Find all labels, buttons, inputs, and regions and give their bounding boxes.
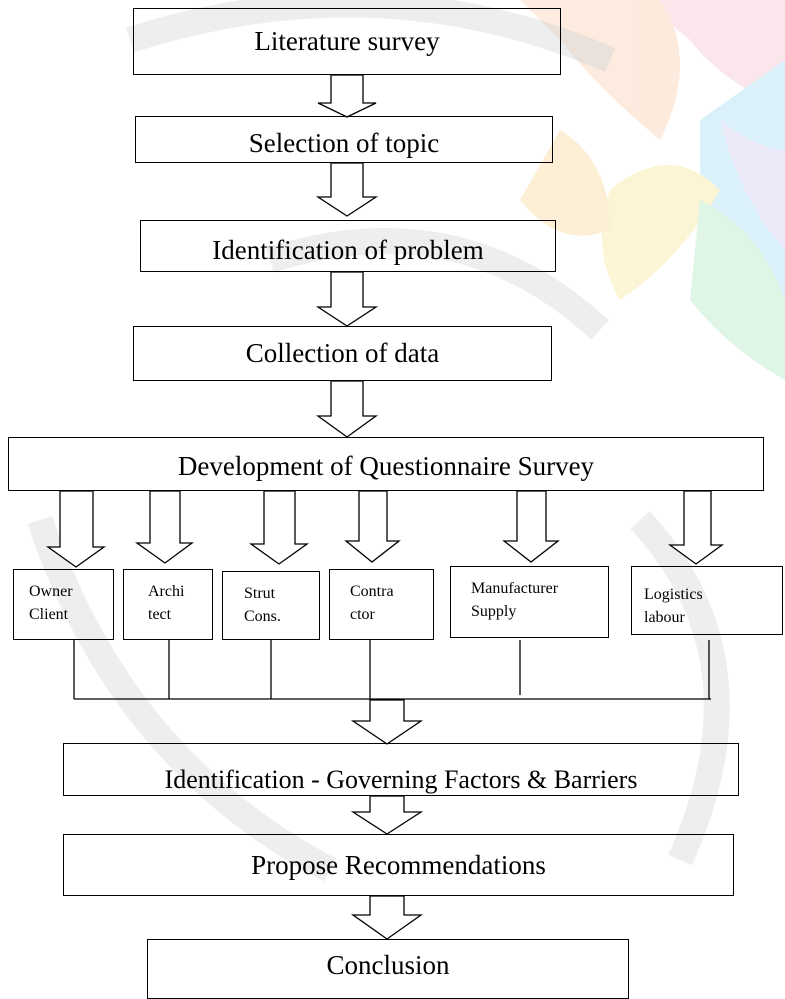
arrow-down-1	[317, 74, 377, 118]
arrow-down-2	[315, 162, 379, 217]
arrow-down-owner	[45, 490, 107, 568]
stakeholder-owner-line1: Owner	[29, 583, 73, 600]
arrow-down-7	[350, 895, 424, 940]
arrow-down-logistics	[668, 490, 724, 565]
stakeholder-architect: Archi tect	[123, 569, 213, 640]
step-identification-factors-barriers: Identification - Governing Factors & Bar…	[63, 743, 739, 796]
stakeholder-contractor-line2: ctor	[350, 606, 375, 623]
arrow-down-4	[315, 380, 379, 438]
stakeholder-contractor-line1: Contra	[350, 583, 394, 600]
step-literature-survey: Literature survey	[133, 8, 561, 75]
arrow-down-5	[350, 699, 424, 745]
step-collection-of-data: Collection of data	[133, 326, 552, 381]
arrow-down-strut	[248, 490, 310, 565]
arrow-down-3	[315, 271, 379, 327]
step-selection-of-topic: Selection of topic	[135, 116, 553, 163]
step-identification-of-problem: Identification of problem	[140, 220, 556, 272]
stakeholder-logistics-line1: Logistics	[644, 586, 703, 603]
arrow-down-6	[350, 795, 424, 835]
stakeholder-owner-client: Owner Client	[13, 569, 114, 640]
step-conclusion: Conclusion	[147, 939, 629, 999]
stakeholder-strut-cons: Strut Cons.	[222, 571, 320, 640]
stakeholder-strut-line1: Strut	[244, 585, 276, 602]
stakeholder-owner-line2: Client	[29, 606, 69, 623]
arrow-down-manufacturer	[502, 490, 560, 563]
stakeholder-strut-line2: Cons.	[244, 608, 281, 625]
stakeholder-manufacturer-line2: Supply	[471, 603, 517, 620]
stakeholder-logistics-line2: labour	[644, 609, 685, 626]
stakeholder-manufacturer-supply: Manufacturer Supply	[450, 566, 609, 638]
stakeholder-architect-line2: tect	[148, 606, 172, 623]
stakeholder-manufacturer-line1: Manufacturer	[471, 580, 559, 597]
stakeholder-architect-line1: Archi	[148, 583, 185, 600]
arrow-down-contractor	[344, 490, 401, 563]
stakeholder-logistics-labour: Logistics labour	[631, 566, 783, 635]
stakeholder-contractor: Contra ctor	[329, 569, 434, 640]
step-propose-recommendations: Propose Recommendations	[63, 834, 734, 896]
arrow-down-architect	[134, 490, 194, 564]
step-questionnaire-survey: Development of Questionnaire Survey	[8, 437, 764, 491]
